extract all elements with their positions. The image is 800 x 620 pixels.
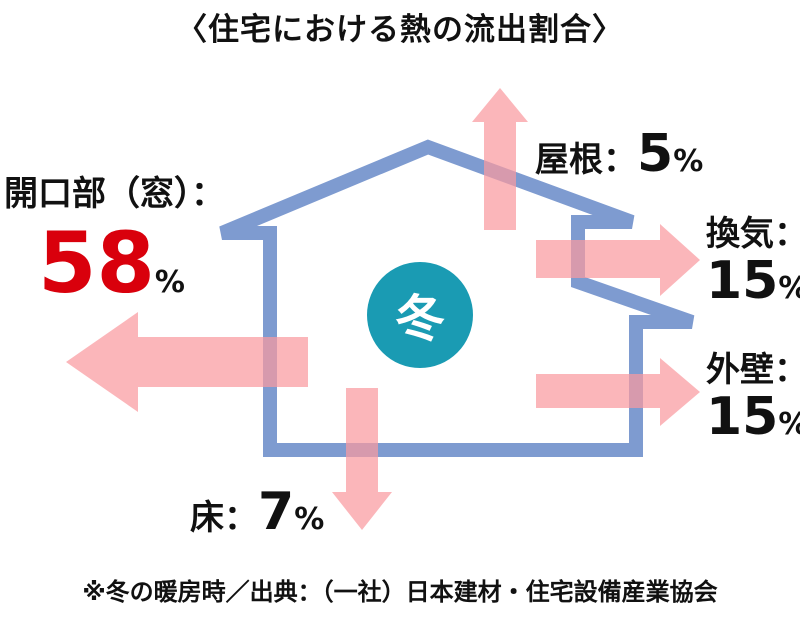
ventilation-unit: %: [778, 271, 800, 306]
label-floor: 床：7%: [190, 486, 324, 539]
label-ventilation: 換気： 15%: [706, 206, 800, 307]
opening-unit: %: [154, 265, 185, 300]
diagram-title: 〈住宅における熱の流出割合〉: [176, 12, 624, 48]
floor-name: 床：: [190, 498, 258, 538]
wall-value: 15: [706, 387, 779, 447]
arrow-roof: [472, 88, 528, 230]
season-badge: 冬: [367, 262, 473, 368]
arrow-wall: [536, 358, 700, 426]
opening-name: 開口部（窓）：: [4, 174, 225, 214]
opening-value: 58: [38, 214, 155, 312]
footnote: ※冬の暖房時／出典：（一社）日本建材・住宅設備産業協会: [82, 578, 718, 606]
ventilation-value: 15: [706, 251, 779, 311]
roof-unit: %: [673, 144, 704, 179]
arrow-ventilation: [536, 224, 700, 296]
arrow-floor: [332, 388, 392, 530]
label-roof: 屋根：5%: [535, 128, 703, 181]
floor-value: 7: [258, 482, 295, 542]
ventilation-name: 換気：: [706, 214, 800, 254]
arrow-opening: [66, 312, 308, 412]
roof-name: 屋根：: [535, 140, 637, 180]
label-wall: 外壁： 15%: [706, 342, 800, 443]
floor-unit: %: [294, 502, 325, 537]
wall-name: 外壁：: [706, 350, 800, 390]
roof-value: 5: [637, 124, 674, 184]
wall-unit: %: [778, 407, 800, 442]
label-opening: 開口部（窓）： 58%: [4, 166, 225, 305]
